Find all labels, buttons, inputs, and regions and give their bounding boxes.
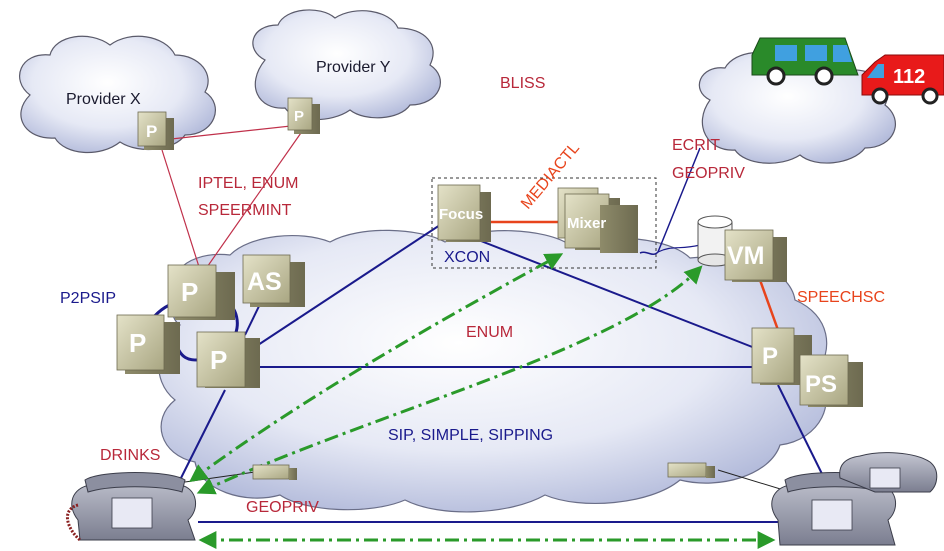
bliss-label: BLISS	[500, 75, 545, 92]
link-mixer-vm	[657, 244, 701, 253]
emergency-number: 112	[893, 66, 925, 88]
phone-right-back	[839, 452, 938, 493]
geopriv-bottom-label: GEOPRIV	[246, 499, 319, 516]
voicemail-server: VM	[724, 229, 787, 282]
proxy-server-provider-x: P	[137, 111, 174, 150]
proxy-server-p2p-left: P	[116, 314, 180, 374]
proxy-server-core: P	[196, 331, 260, 388]
link-vm-pright	[758, 279, 780, 331]
svg-text:P: P	[129, 328, 146, 358]
link-px-py	[161, 124, 301, 141]
emergency-cloud	[698, 51, 896, 164]
router-left	[252, 464, 297, 480]
router-right	[667, 462, 715, 478]
provider-x-label: Provider X	[66, 91, 141, 108]
link-py-p	[204, 129, 304, 271]
enum-label: ENUM	[466, 324, 513, 341]
drinks-label: DRINKS	[100, 447, 160, 464]
ecrit-label: ECRIT	[672, 137, 720, 154]
svg-text:PS: PS	[805, 371, 837, 398]
xcon-label: XCON	[444, 249, 490, 266]
speermint-label: SPEERMINT	[198, 202, 292, 219]
link-mixer-ecrit	[639, 147, 701, 256]
geopriv-top-label: GEOPRIV	[672, 165, 745, 182]
provider-y-label: Provider Y	[316, 59, 391, 76]
speechsc-label: SPEECHSC	[797, 289, 885, 306]
svg-text:Mixer: Mixer	[567, 215, 606, 232]
svg-text:VM: VM	[727, 242, 765, 270]
iptel-enum-label: IPTEL, ENUM	[198, 175, 298, 192]
ambulance-van-icon	[751, 37, 859, 86]
svg-text:P: P	[210, 345, 227, 375]
mixer-server-stack: Mixer	[557, 187, 638, 253]
presence-server: PS	[799, 354, 863, 407]
fire-truck-icon: 112	[861, 54, 944, 105]
p2psip-label: P2PSIP	[60, 290, 116, 307]
svg-text:Focus: Focus	[439, 206, 483, 223]
application-server: AS	[242, 254, 305, 307]
svg-text:P: P	[294, 108, 304, 125]
proxy-server-edge: P	[167, 264, 235, 320]
svg-text:AS: AS	[247, 268, 282, 296]
svg-text:P: P	[762, 343, 778, 370]
phone-left	[66, 472, 196, 542]
svg-text:P: P	[181, 277, 198, 307]
svg-text:P: P	[146, 122, 157, 141]
link-px-p	[161, 149, 201, 271]
proxy-server-provider-y: P	[287, 97, 320, 134]
media-flow-vm	[196, 265, 703, 495]
focus-server: Focus	[437, 184, 491, 242]
sip-label: SIP, SIMPLE, SIPPING	[388, 427, 553, 444]
